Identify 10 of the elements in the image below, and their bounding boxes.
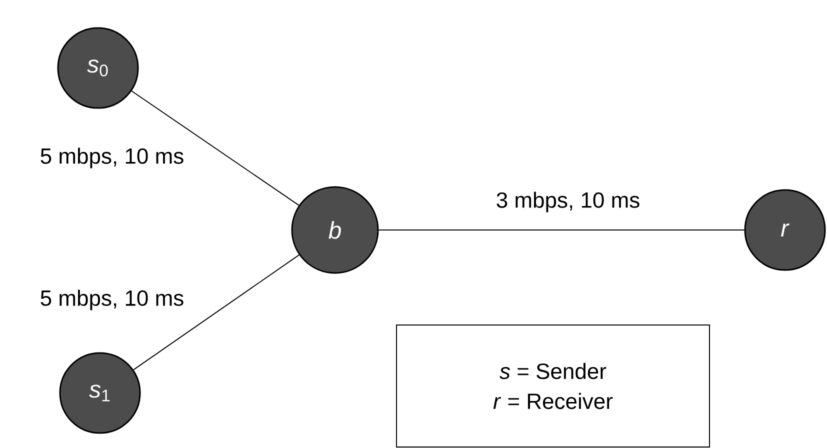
edge-label: 5 mbps, 10 ms <box>38 288 186 312</box>
network-node: s$_{0}$ <box>57 27 139 109</box>
legend-box: s = Sender r = Receiver <box>396 324 710 448</box>
link-line <box>132 254 300 370</box>
network-node: s$_{1}$ <box>59 352 141 434</box>
network-node: r <box>744 189 826 271</box>
link-line <box>131 90 300 206</box>
edge-label: 5 mbps, 10 ms <box>38 146 186 170</box>
network-node: b <box>291 186 379 274</box>
edge-label: 3 mbps, 10 ms <box>494 190 642 214</box>
